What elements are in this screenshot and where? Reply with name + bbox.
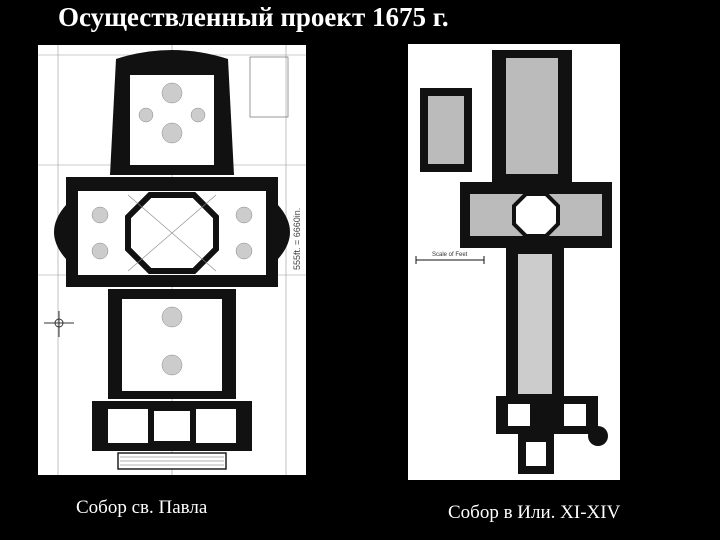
st-pauls-scale-label: 555ft. = 6660in.	[292, 208, 302, 270]
ely-cathedral-floor-plan: Scale of Feet	[408, 44, 620, 480]
ely-plan-drawing: Scale of Feet	[415, 50, 612, 474]
slide-title: Осуществленный проект 1675 г.	[58, 2, 449, 32]
ely-scale-label: Scale of Feet	[432, 252, 468, 258]
st-pauls-plan-drawing: 555ft. = 6660in.	[38, 45, 306, 475]
st-pauls-floor-plan: 555ft. = 6660in.	[38, 45, 306, 475]
st-pauls-caption: Собор св. Павла	[76, 497, 208, 518]
ely-caption: Собор в Или. XI-XIV	[448, 502, 621, 523]
